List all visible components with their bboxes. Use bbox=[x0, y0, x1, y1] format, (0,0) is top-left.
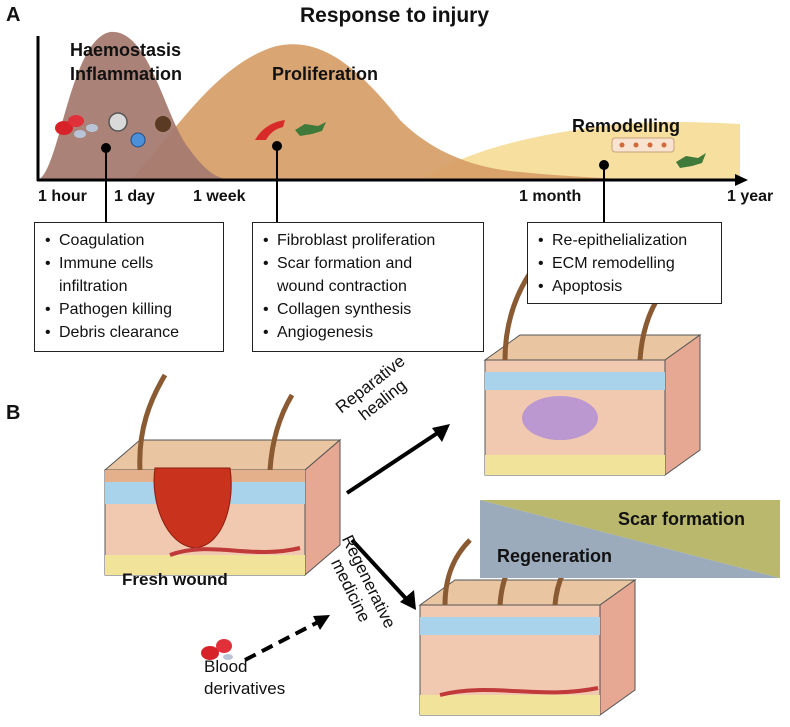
panel-b-letter: B bbox=[6, 402, 21, 424]
tick-1-week: 1 week bbox=[193, 188, 246, 205]
fibroblast-icon bbox=[295, 122, 326, 136]
box-item: Pathogen killing bbox=[45, 298, 213, 321]
blood-line-1: Blood bbox=[204, 657, 248, 676]
fresh-wound-skin bbox=[103, 373, 342, 577]
reparative-arrow bbox=[345, 428, 444, 495]
box-item-cont: wound contraction bbox=[277, 278, 407, 295]
regeneration-triangle bbox=[480, 500, 780, 578]
panel-a-letter: A bbox=[6, 4, 21, 26]
fibroblast-icon-2 bbox=[676, 153, 706, 168]
proliferation-box: Fibroblast proliferation Scar formation … bbox=[252, 222, 484, 352]
box-item: Coagulation bbox=[45, 229, 213, 252]
regenerative-arrow bbox=[350, 538, 412, 605]
phase-proliferation-label: Proliferation bbox=[272, 64, 379, 84]
box-item: Re-epithelialization bbox=[538, 229, 711, 252]
inflammation-box: Coagulation Immune cells infiltration Pa… bbox=[34, 222, 224, 352]
proliferation-area bbox=[130, 44, 640, 181]
box-item: ECM remodelling bbox=[538, 252, 711, 275]
scar-skin bbox=[483, 268, 702, 476]
blood-cells-icon bbox=[55, 115, 98, 138]
box-item: Apoptosis bbox=[538, 275, 711, 298]
macrophage-icon bbox=[155, 116, 171, 132]
tick-1-year: 1 year bbox=[727, 188, 774, 205]
tick-1-month: 1 month bbox=[519, 188, 582, 205]
neutrophil-icon bbox=[130, 132, 146, 148]
box-item: Scar formation and bbox=[263, 252, 473, 275]
epithelium-icon bbox=[611, 137, 675, 153]
box-item: Angiogenesis bbox=[263, 321, 473, 344]
remodelling-area bbox=[420, 122, 740, 180]
vessel-icon bbox=[255, 120, 285, 140]
x-axis-arrow bbox=[735, 174, 748, 186]
remodelling-box: Re-epithelialization ECM remodelling Apo… bbox=[527, 222, 722, 304]
scar-formation-label: Scar formation bbox=[618, 509, 746, 529]
phase-haemostasis-label: Haemostasis bbox=[70, 40, 182, 60]
regeneration-label: Regeneration bbox=[497, 546, 613, 566]
panel-a-title: Response to injury bbox=[300, 4, 490, 27]
blood-derivatives-label: Blood derivatives bbox=[204, 656, 285, 700]
regenerated-skin bbox=[418, 538, 637, 716]
box-item: Immune cells bbox=[45, 252, 213, 275]
blood-line-2: derivatives bbox=[204, 679, 286, 698]
box-item: Debris clearance bbox=[45, 321, 213, 344]
phase-remodelling-label: Remodelling bbox=[572, 116, 681, 136]
box-item: Fibroblast proliferation bbox=[263, 229, 473, 252]
blood-derivatives-icon bbox=[201, 639, 233, 660]
tick-1-hour: 1 hour bbox=[38, 188, 87, 205]
immune-cell-icon bbox=[108, 112, 128, 132]
box-item: Collagen synthesis bbox=[263, 298, 473, 321]
box-item-cont: infiltration bbox=[59, 278, 128, 295]
tick-1-day: 1 day bbox=[114, 188, 155, 205]
inflammation-area bbox=[38, 31, 230, 180]
fresh-wound-label: Fresh wound bbox=[122, 570, 228, 589]
phase-inflammation-label: Inflammation bbox=[70, 64, 183, 84]
blood-arrow bbox=[244, 618, 323, 662]
